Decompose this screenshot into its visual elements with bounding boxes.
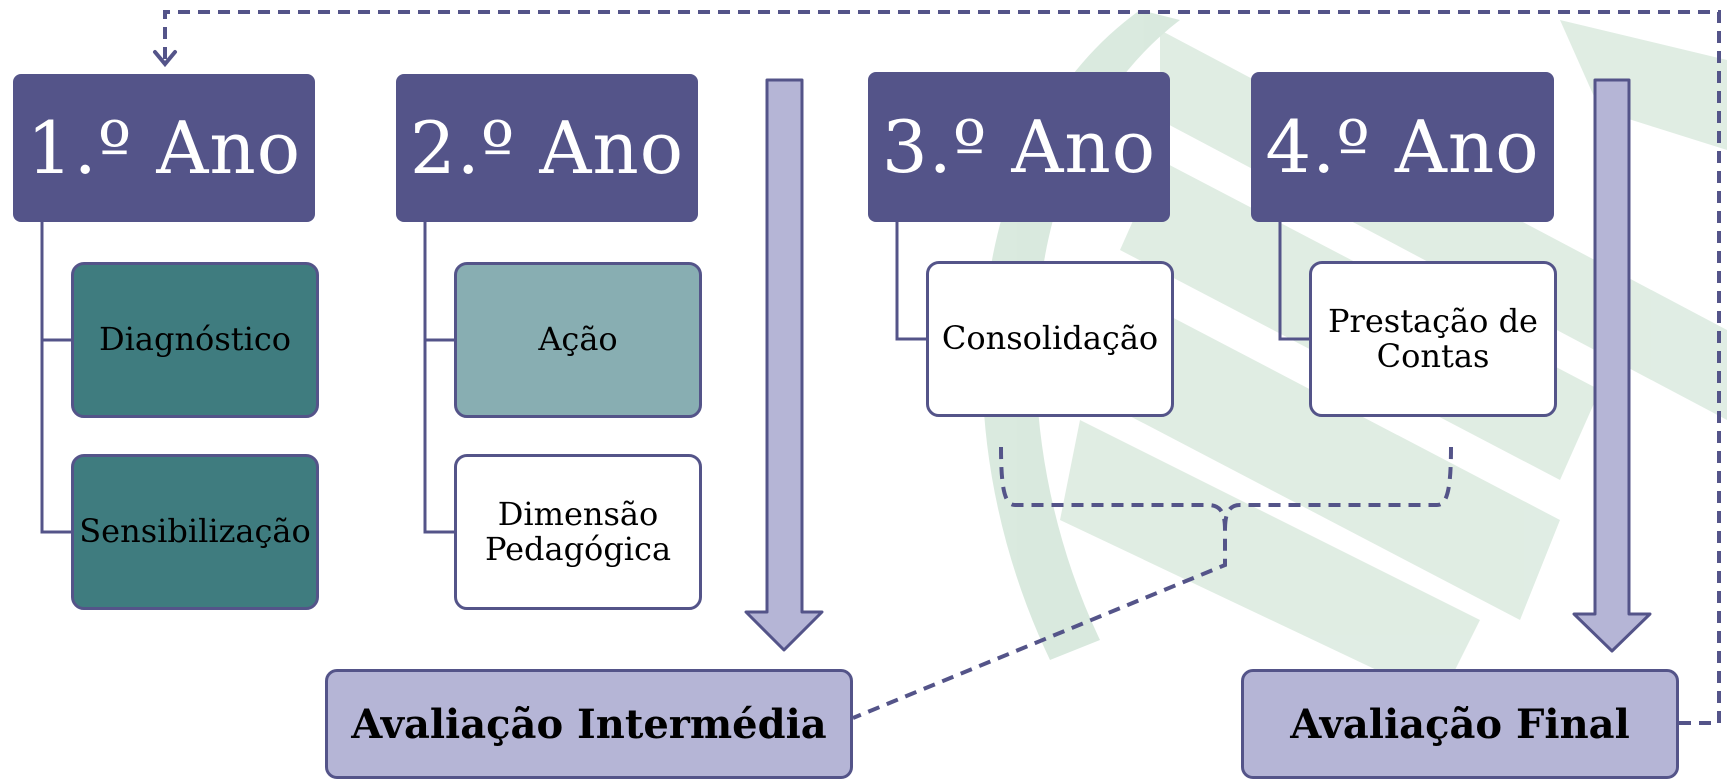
prestacao-de-contas-label: Prestação de Contas — [1328, 301, 1538, 375]
sensibilizacao-label: Sensibilização — [79, 512, 311, 551]
avaliacao-final-label: Avaliação Final — [1290, 700, 1630, 748]
consolidacao-box: Consolidação — [926, 261, 1174, 417]
avaliacao-final-box: Avaliação Final — [1241, 669, 1679, 779]
year-4-box: 4.º Ano — [1251, 72, 1554, 222]
prestacao-de-contas-box: Prestação de Contas — [1309, 261, 1557, 417]
year-2-box: 2.º Ano — [396, 74, 698, 222]
avaliacao-intermedia-box: Avaliação Intermédia — [325, 669, 853, 779]
dashed-connectors — [163, 10, 1721, 725]
year-3-label: 3.º Ano — [881, 105, 1157, 189]
dimensao-pedagogica-box: Dimensão Pedagógica — [454, 454, 702, 610]
year-3-box: 3.º Ano — [868, 72, 1170, 222]
year-1-label: 1.º Ano — [26, 106, 302, 190]
consolidacao-label: Consolidação — [941, 319, 1159, 358]
acao-box: Ação — [454, 262, 702, 418]
year-1-box: 1.º Ano — [13, 74, 315, 222]
diagnostico-box: Diagnóstico — [71, 262, 319, 418]
sensibilizacao-box: Sensibilização — [71, 454, 319, 610]
arrow-to-final — [1572, 78, 1652, 653]
year-4-label: 4.º Ano — [1265, 105, 1540, 189]
year-2-label: 2.º Ano — [409, 106, 685, 190]
tree-connectors — [40, 222, 1310, 534]
arrow-to-intermediate — [744, 78, 824, 652]
acao-label: Ação — [538, 320, 618, 359]
diagnostico-label: Diagnóstico — [98, 320, 292, 359]
dimensao-pedagogica-label: Dimensão Pedagógica — [484, 494, 672, 568]
avaliacao-intermedia-label: Avaliação Intermédia — [351, 700, 827, 748]
feedback-arrowhead — [153, 50, 177, 68]
